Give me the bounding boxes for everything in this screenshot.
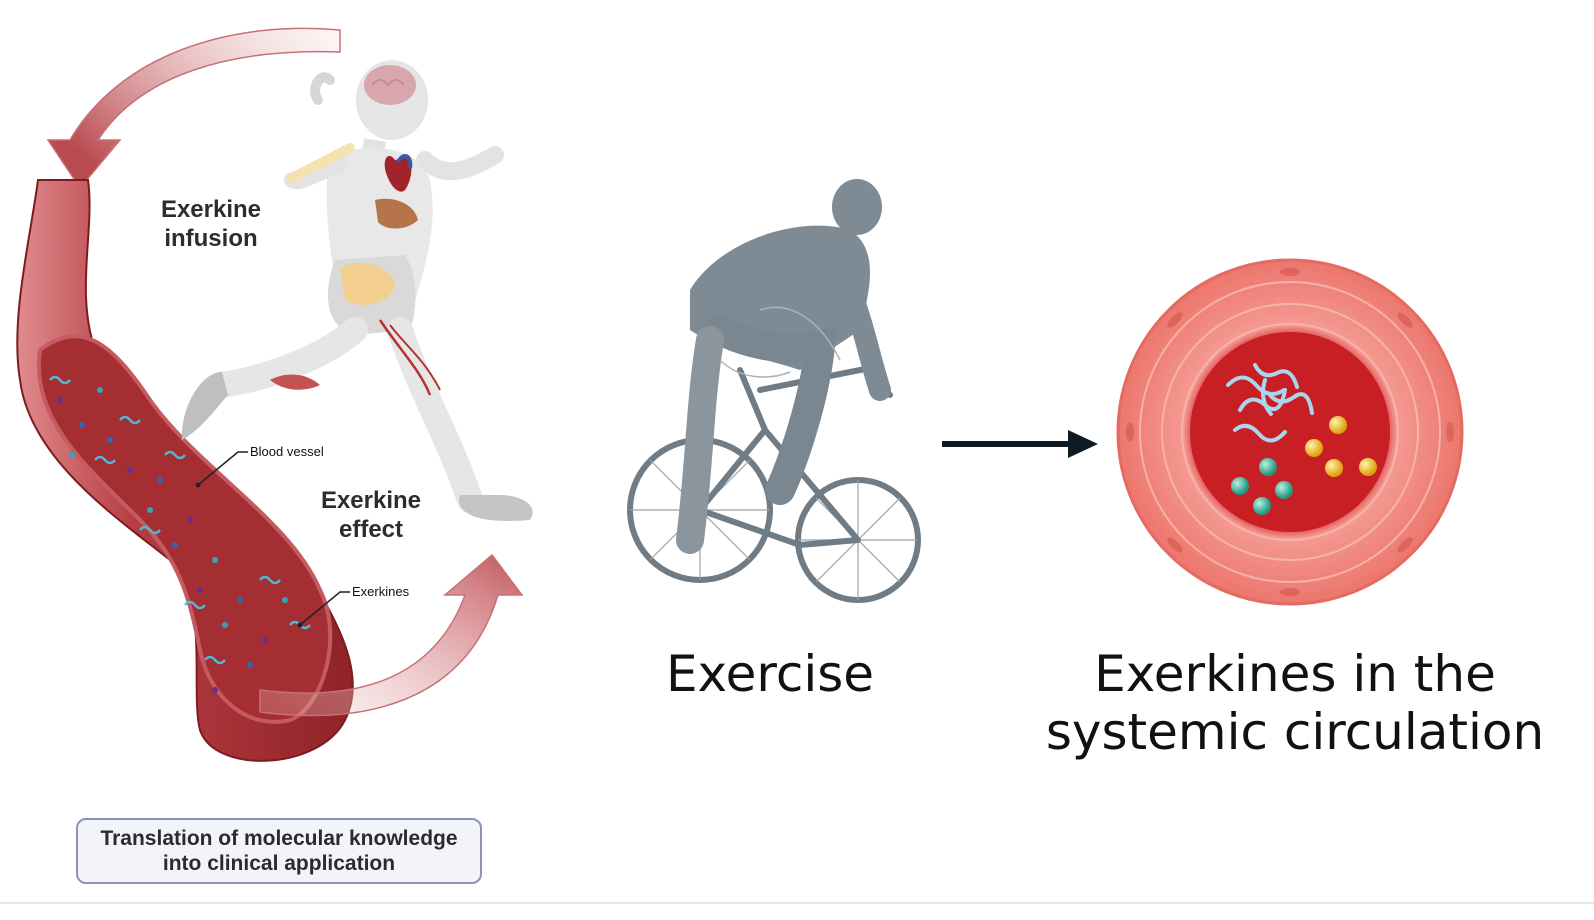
circulation-label: Exerkines in the systemic circulation: [1045, 645, 1545, 761]
exerkine-infusion-label: Exerkine infusion: [160, 196, 262, 252]
vessel-cross-section: [1116, 258, 1464, 606]
caption-text: Translation of molecular knowledge into …: [100, 826, 458, 875]
fiber-proteins: [1226, 363, 1314, 443]
top-curved-arrow: [46, 27, 341, 190]
teal-molecules: [1231, 458, 1293, 515]
exercise-label: Exercise: [665, 645, 875, 703]
bottom-divider: [0, 902, 1594, 904]
yellow-molecules: [1305, 416, 1377, 477]
exerkines-label: Exerkines: [352, 584, 410, 599]
runner-figure: [181, 60, 533, 521]
cyclist-figure: [627, 179, 921, 603]
blood-vessel-label: Blood vessel: [250, 444, 324, 459]
exercise-to-circulation-arrow: [942, 430, 1098, 458]
bottom-curved-arrow: [259, 553, 524, 717]
exerkines-callout-line: [299, 591, 350, 626]
exerkine-effect-label: Exerkine effect: [320, 487, 422, 543]
blood-vessel-callout-line: [197, 451, 248, 486]
caption-box: Translation of molecular knowledge into …: [76, 818, 482, 884]
exerkine-particles: [49, 375, 311, 693]
blood-vessel: [16, 179, 354, 762]
